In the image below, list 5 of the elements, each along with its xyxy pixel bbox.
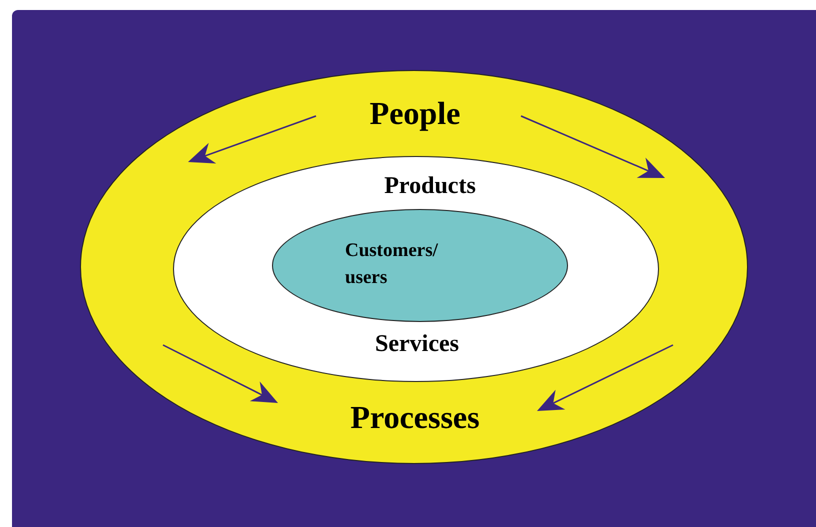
ring-label: Services bbox=[374, 331, 460, 358]
ring-label: Products bbox=[383, 173, 477, 200]
ring-label: Customers/ users bbox=[345, 239, 439, 290]
ring-label: People bbox=[368, 95, 462, 132]
ring-label: Processes bbox=[349, 399, 481, 436]
